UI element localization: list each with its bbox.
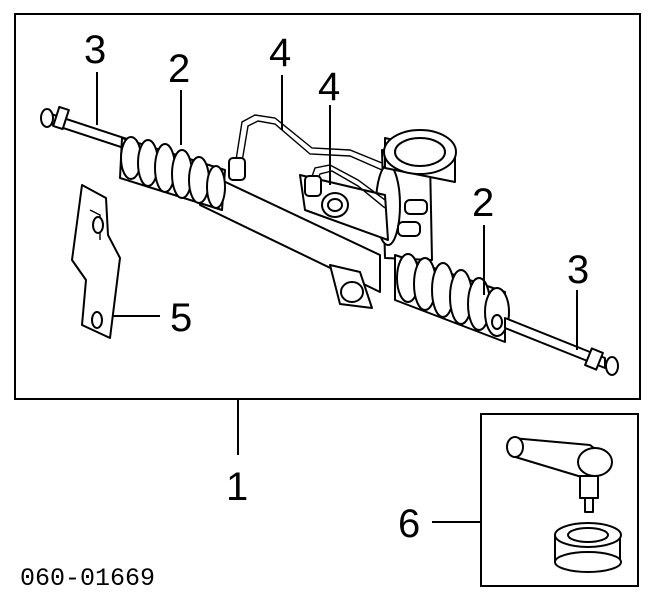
ball-stud xyxy=(579,475,599,499)
mount-hole xyxy=(340,281,364,303)
diagram-code: 060-01669 xyxy=(20,564,155,593)
tie-rod-right xyxy=(504,317,606,369)
callout-tie-rod-end: 6 xyxy=(398,502,420,546)
callout-tie-rod-right: 3 xyxy=(567,248,589,292)
callout-boot-left: 2 xyxy=(168,47,190,91)
tie-rod-end-drawing xyxy=(506,436,622,573)
leader-lines xyxy=(96,72,578,523)
tie-rod-left-nut xyxy=(52,105,70,131)
boot-left xyxy=(119,136,226,211)
tube-fitting-mid xyxy=(304,175,322,197)
tie-rod-end-inset-frame xyxy=(480,413,639,587)
boot-right xyxy=(394,253,510,343)
tube-fitting-left xyxy=(228,157,246,181)
tie-rod-left-end xyxy=(40,108,54,128)
callout-tube-upper: 4 xyxy=(269,31,291,75)
callout-tube-lower: 4 xyxy=(318,65,340,109)
steering-rack-drawing xyxy=(40,105,619,376)
callout-rack-assembly: 1 xyxy=(226,465,248,509)
callout-bracket: 5 xyxy=(170,296,192,340)
tie-rod-right-nut xyxy=(584,347,604,371)
valve-body xyxy=(299,129,457,261)
tie-rod-right-end xyxy=(605,356,619,376)
mounting-bracket xyxy=(71,184,121,339)
callout-tie-rod-left: 3 xyxy=(84,28,106,72)
valve-fitting xyxy=(404,199,428,215)
main-assembly-frame xyxy=(14,13,641,400)
callout-boot-right: 2 xyxy=(472,181,494,225)
bracket-hole-upper xyxy=(92,216,104,234)
valve-fitting-lower xyxy=(397,221,421,237)
bracket-hole-lower xyxy=(91,311,103,329)
